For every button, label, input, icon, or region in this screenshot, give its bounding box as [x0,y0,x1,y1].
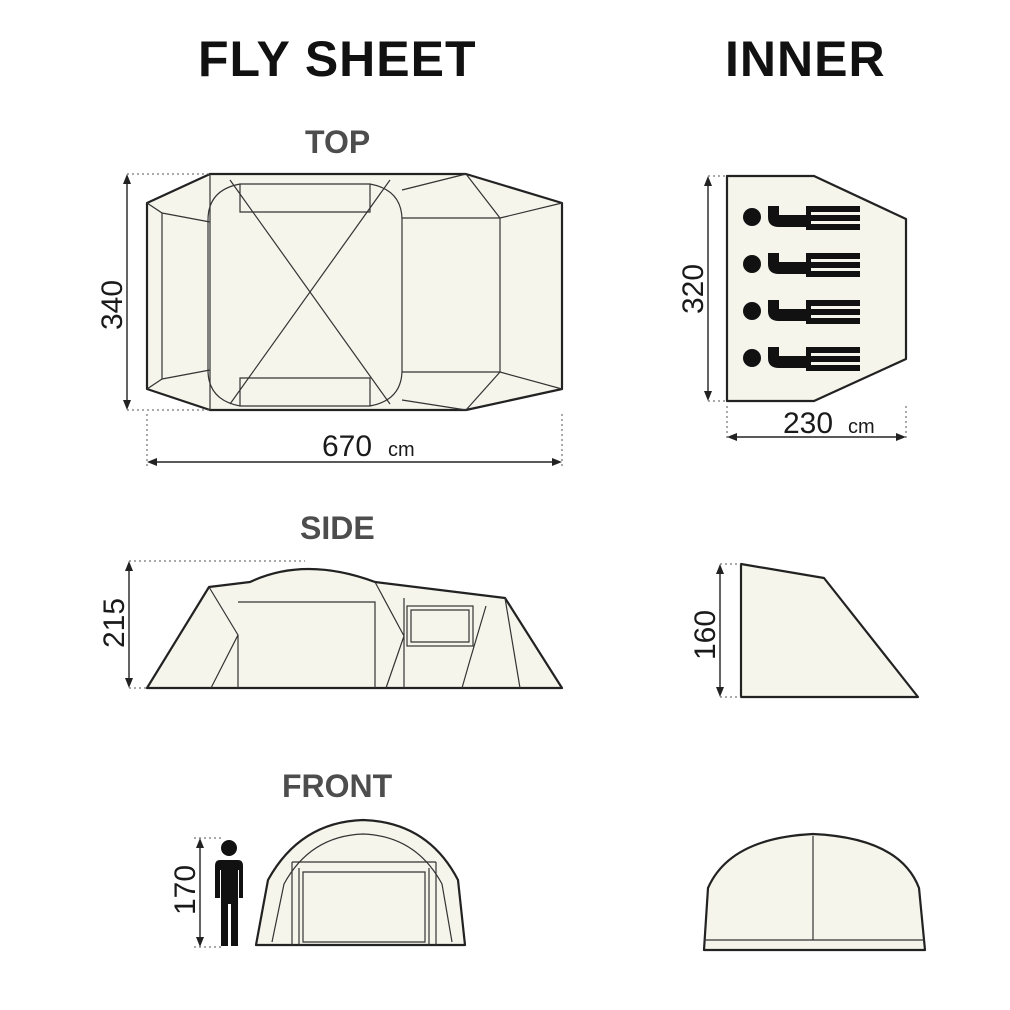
arrowhead [704,176,712,186]
fly-top-view: 340 670 cm [96,172,564,466]
inner-side-view: 160 [689,562,920,699]
fly-top-extent-lines [127,173,563,466]
fly-top-cross-poles [229,179,391,405]
fly-sheet-header: FLY SHEET [198,31,477,87]
arrowhead [123,400,131,410]
fly-front-door-mesh [302,871,426,943]
inner-front-outline [702,832,927,952]
fly-side-extent-lines [129,560,305,689]
inner-top-view: 320 230 cm [677,174,908,441]
arrowhead [727,433,737,441]
fly-front-view [254,818,467,947]
inner-side-extent-lines [720,563,741,698]
fly-top-length-label: 670 [322,430,372,463]
fly-side-outline [145,567,564,690]
fly-top-right-section [401,173,563,411]
front-view-label: FRONT [282,768,393,804]
fly-top-length-unit: cm [388,439,415,461]
arrowhead [896,433,906,441]
arrowhead [196,838,204,848]
fly-side-view: 215 [98,560,564,690]
arrowhead [552,458,562,466]
arrowhead [125,561,133,571]
fly-front-door-frame [291,861,437,945]
inner-side-outline [739,562,920,699]
arrowhead [196,937,204,947]
arrowhead [716,564,724,574]
arrowhead [123,174,131,184]
fly-side-height-label: 215 [98,598,131,648]
inner-front-view [702,832,927,952]
inner-top-length-label: 230 [783,407,833,440]
fly-top-panels [239,184,371,406]
fly-side-window-inner [410,609,470,643]
arrowhead [704,391,712,401]
inner-top-width-label: 320 [677,264,710,314]
side-view-label: SIDE [300,510,375,546]
arrowhead [125,678,133,688]
inner-header: INNER [725,31,886,87]
arrowhead [716,687,724,697]
fly-top-left-vestibule-frame [146,174,211,410]
fly-front-inner-arch [271,833,453,943]
person-height-label: 170 [169,865,202,915]
person-height-dimension: 170 [169,837,222,948]
inner-top-length-unit: cm [848,416,875,438]
inner-top-outline [725,174,908,403]
fly-side-window [406,605,474,647]
standing-person-icon [215,840,243,946]
top-view-label: TOP [305,124,371,160]
inner-side-height-label: 160 [689,610,722,660]
arrowhead [147,458,157,466]
fly-side-frame-lines [208,581,521,689]
fly-front-outline [254,818,467,947]
fly-top-width-label: 340 [96,280,129,330]
